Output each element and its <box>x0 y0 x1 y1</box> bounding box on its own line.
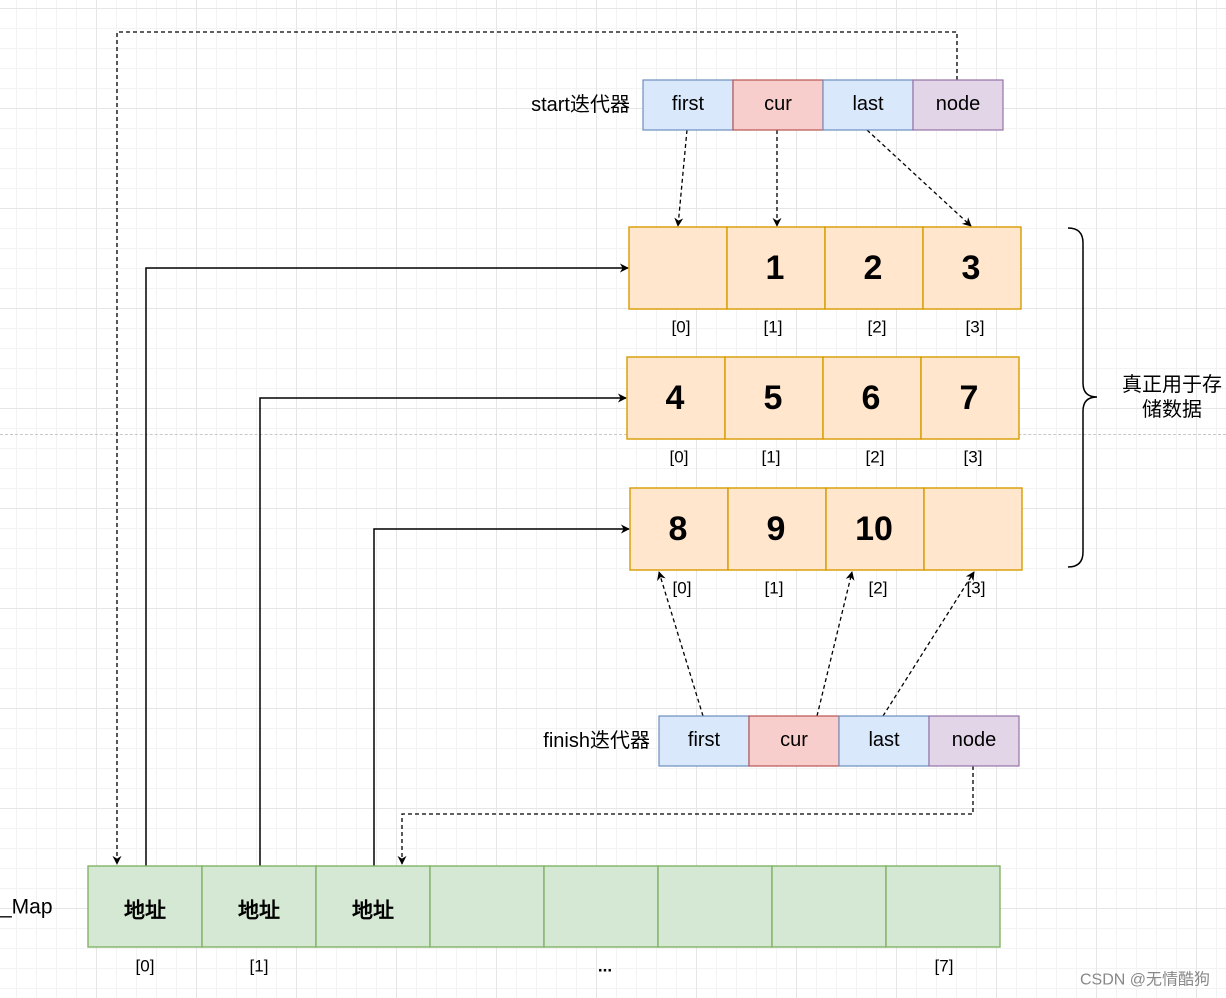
map-index-second: [1] <box>250 957 269 976</box>
buffer-1-index-2: [2] <box>866 448 885 467</box>
arrow-start-node-to-map <box>112 31 958 865</box>
finish-iterator-cur-box <box>748 715 840 767</box>
finish-iterator-node-label: node <box>952 729 997 751</box>
map-index-first: [0] <box>136 957 155 976</box>
buffer-1-index-1: [1] <box>762 448 781 467</box>
buffer-2-cell-1 <box>727 487 827 571</box>
start-iterator-last-label: last <box>852 93 884 115</box>
arrow-finish-node-to-map <box>397 766 974 865</box>
arrow-finish-last-to-buffer <box>882 571 975 717</box>
map-label: _Map <box>0 896 53 919</box>
boxes-layer <box>87 79 1023 948</box>
start-iterator-cur-box <box>732 79 824 131</box>
buffer-1-value-0: 4 <box>666 379 685 417</box>
buffer-2-index-2: [2] <box>869 579 888 598</box>
map-address-0: 地址 <box>124 899 166 923</box>
buffer-2-value-1: 9 <box>767 510 786 548</box>
buffer-2-cell-0 <box>629 487 729 571</box>
buffer-2-value-0: 8 <box>669 510 688 548</box>
buffer-1-index-0: [0] <box>670 448 689 467</box>
arrow-map0-to-buffer0 <box>145 263 629 866</box>
buffer-1-cell-0 <box>626 356 726 440</box>
start-iterator-node-label: node <box>936 93 981 115</box>
start-iterator-last-box <box>822 79 914 131</box>
connector-layer <box>112 31 1098 866</box>
finish-iterator-node-box <box>928 715 1020 767</box>
map-address-2: 地址 <box>352 899 394 923</box>
watermark-text: CSDN @无情酷狗 <box>1080 971 1210 989</box>
start-iterator-cur-label: cur <box>764 93 792 115</box>
finish-iterator-first-box <box>658 715 750 767</box>
arrow-start-first-to-buffer <box>674 129 688 227</box>
start-iterator-first-label: first <box>672 93 705 115</box>
buffer-0-index-2: [2] <box>868 318 887 337</box>
finish-iterator-last-label: last <box>868 729 900 751</box>
finish-iterator-label: finish迭代器 <box>543 729 650 752</box>
map-cell-0 <box>87 865 203 948</box>
buffer-1-value-3: 7 <box>960 379 979 417</box>
page-divider-line <box>0 434 1226 435</box>
buffer-2-value-2: 10 <box>855 510 893 548</box>
buffer-1-value-1: 5 <box>764 379 783 417</box>
buffer-0-index-3: [3] <box>966 318 985 337</box>
finish-iterator-last-box <box>838 715 930 767</box>
finish-iterator-cur-label: cur <box>780 729 808 751</box>
buffer-2-index-0: [0] <box>673 579 692 598</box>
buffer-1-index-3: [3] <box>964 448 983 467</box>
buffer-0-index-0: [0] <box>672 318 691 337</box>
map-cell-2 <box>315 865 431 948</box>
brace-label-line1: 真正用于存 <box>1122 373 1222 396</box>
buffer-0-cell-1 <box>726 226 826 310</box>
buffer-0-cell-3 <box>922 226 1022 310</box>
start-iterator-label: start迭代器 <box>531 93 630 116</box>
arrow-map2-to-buffer2 <box>373 524 630 866</box>
brace-label-line2: 储数据 <box>1142 398 1202 421</box>
buffer-0-value-1: 1 <box>766 249 785 287</box>
buffer-1-cell-1 <box>724 356 824 440</box>
arrow-finish-cur-to-buffer <box>816 571 855 717</box>
buffer-2-cell-3 <box>923 487 1023 571</box>
map-cell-7 <box>885 865 1001 948</box>
curly-brace <box>1067 227 1098 568</box>
buffer-0-cell-2 <box>824 226 924 310</box>
map-index-ellipsis: ... <box>598 957 612 976</box>
map-cell-6 <box>771 865 887 948</box>
map-index-last: [7] <box>935 957 954 976</box>
buffer-1-cell-2 <box>822 356 922 440</box>
buffer-0-cell-0 <box>628 226 728 310</box>
map-cell-5 <box>657 865 773 948</box>
buffer-2-cell-2 <box>825 487 925 571</box>
buffer-1-cell-3 <box>920 356 1020 440</box>
buffer-2-index-1: [1] <box>765 579 784 598</box>
map-cell-4 <box>543 865 659 948</box>
arrow-start-last-to-buffer <box>866 129 972 227</box>
labels-layer: start迭代器 first cur last node finish迭代器 first cu… <box>0 93 1222 989</box>
arrow-map1-to-buffer1 <box>259 393 627 866</box>
start-iterator-node-box <box>912 79 1004 131</box>
map-cell-1 <box>201 865 317 948</box>
buffer-0-index-1: [1] <box>764 318 783 337</box>
buffer-1-value-2: 6 <box>862 379 881 417</box>
buffer-2-index-3: [3] <box>967 579 986 598</box>
finish-iterator-first-label: first <box>688 729 721 751</box>
map-cell-3 <box>429 865 545 948</box>
map-address-1: 地址 <box>238 899 280 923</box>
buffer-0-value-3: 3 <box>962 249 981 287</box>
buffer-0-value-2: 2 <box>864 249 883 287</box>
